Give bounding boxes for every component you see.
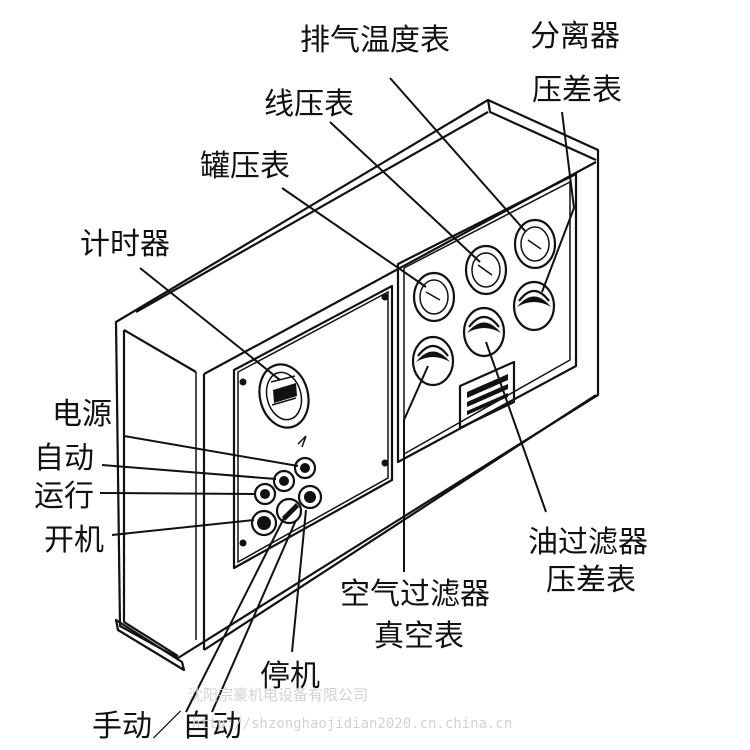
auto-indicator-icon — [272, 469, 296, 493]
label-start: 开机 — [44, 523, 104, 558]
label-run: 运行 — [34, 479, 94, 514]
label-power: 电源 — [52, 397, 112, 432]
watermark-company: 沈阳宗豪机电设备有限公司 — [188, 686, 368, 704]
label-stop: 停机 — [260, 659, 320, 694]
watermark: 沈阳宗豪机电设备有限公司 http://shzonghaojidian2020.… — [188, 686, 512, 732]
power-indicator-icon — [293, 456, 317, 480]
timer-icon — [258, 363, 310, 429]
labels: 排气温度表 分离器 压差表 线压表 罐压表 计时器 电源 自动 运行 开机 停机… — [34, 19, 648, 744]
line-pressure-gauge-icon — [464, 244, 508, 296]
mode-switch-icon — [275, 497, 303, 525]
exhaust-temp-gauge-icon — [513, 218, 557, 270]
tank-pressure-gauge-icon — [412, 271, 456, 323]
gauges — [411, 218, 557, 387]
label-timer: 计时器 — [80, 227, 170, 262]
label-exhaust-temp-gauge: 排气温度表 — [300, 23, 450, 58]
watermark-url: http://shzonghaojidian2020.cn.china.cn — [192, 716, 512, 732]
label-tank-pressure-gauge: 罐压表 — [200, 149, 290, 184]
label-air-filter-vacuum: 真空表 — [374, 619, 464, 654]
arrow-mark-icon — [297, 435, 307, 448]
label-line-pressure-gauge: 线压表 — [264, 87, 354, 122]
stop-button-icon — [297, 484, 323, 510]
leader-lines — [99, 77, 576, 713]
label-separator-dp-gauge: 压差表 — [532, 73, 622, 108]
label-air-filter: 空气过滤器 — [340, 577, 490, 612]
separator-dp-gauge-icon — [512, 280, 556, 332]
control-buttons — [250, 435, 323, 537]
label-oil-filter-dp: 压差表 — [546, 563, 636, 598]
control-plate — [232, 284, 394, 570]
run-indicator-icon — [253, 482, 277, 506]
label-auto: 自动 — [34, 441, 94, 476]
start-button-icon — [250, 509, 278, 537]
label-manual-auto: 手动／自动 — [92, 709, 242, 744]
gauge-plate — [396, 172, 578, 464]
air-filter-vacuum-gauge-icon — [411, 335, 455, 387]
oil-filter-dp-gauge-icon — [462, 306, 506, 358]
label-separator: 分离器 — [530, 19, 620, 54]
label-oil-filter: 油过滤器 — [528, 525, 648, 560]
